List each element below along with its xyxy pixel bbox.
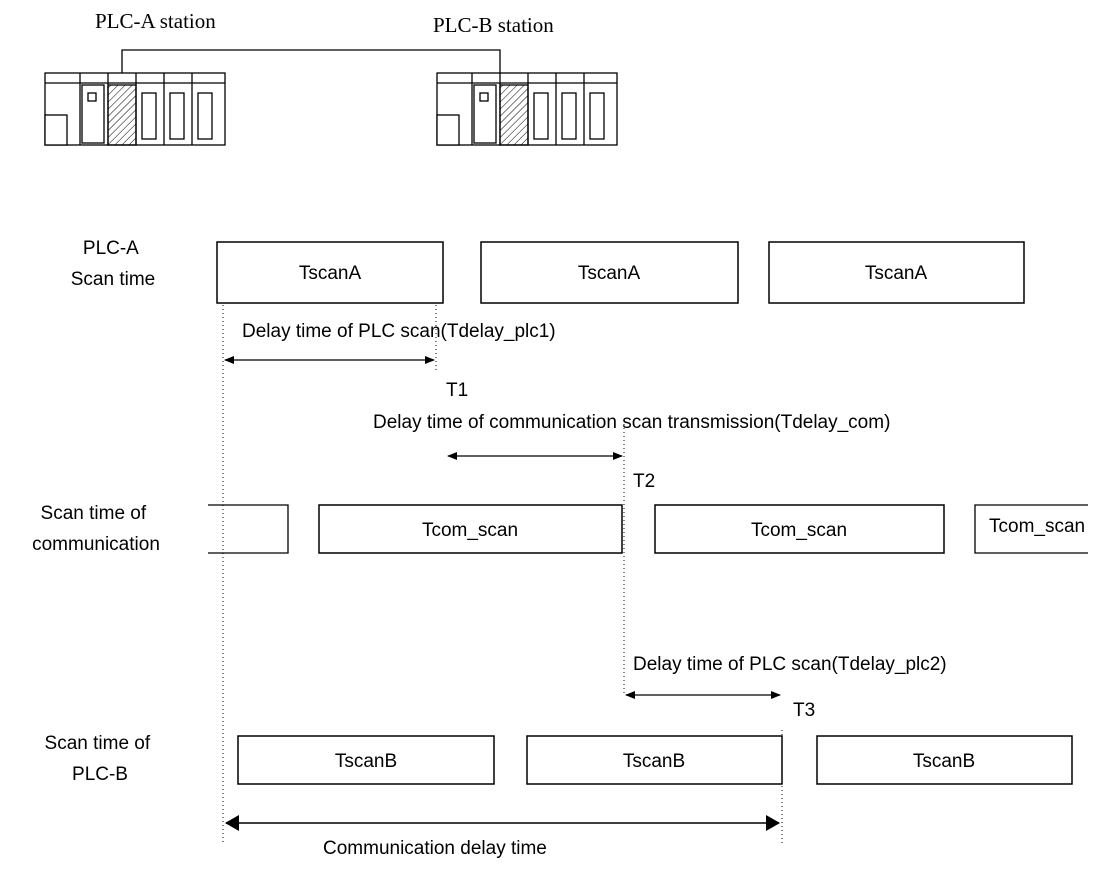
plc-a-row-label-line1: PLC-A — [83, 238, 139, 259]
plc-b-row-label: Scan time of PLC-B — [45, 733, 156, 785]
t2-marker: T2 — [633, 471, 655, 492]
comm-row-label-line1: Scan time of — [41, 503, 147, 524]
t1-marker: T1 — [446, 380, 468, 401]
comm-scan-block-partial — [208, 504, 289, 554]
plc-b-scan-label: TscanB — [335, 751, 397, 772]
plc-a-station-label: PLC-A station — [95, 9, 216, 33]
comm-row-label: Scan time of communication — [32, 503, 160, 555]
comm-scan-label: Tcom_scan — [422, 520, 518, 541]
plc-b-scan-block — [526, 735, 783, 785]
plc-b-scan-label: TscanB — [913, 751, 975, 772]
plc-a-scan-block — [480, 241, 739, 304]
comm-scan-label: Tcom_scan — [989, 516, 1085, 537]
comm-scan-label: Tcom_scan — [751, 520, 847, 541]
plc-b-scan-label: TscanB — [623, 751, 685, 772]
t3-marker: T3 — [793, 700, 815, 721]
plc-a-row-label-line2: Scan time — [71, 269, 155, 290]
comm-scan-block — [318, 504, 623, 554]
plc-a-row-label: PLC-A Scan time — [71, 238, 155, 290]
plc-b-scan-block — [237, 735, 495, 785]
delay-com-label: Delay time of communication scan transmi… — [373, 412, 890, 433]
plc-b-scan-block — [816, 735, 1073, 785]
plc-a-scan-label: TscanA — [865, 263, 928, 284]
plc-rack-icon — [436, 72, 618, 146]
comm-scan-block — [654, 504, 945, 554]
network-cable — [121, 49, 501, 75]
plc-a-scan-label: TscanA — [299, 263, 362, 284]
plc-a-scan-label: TscanA — [578, 263, 641, 284]
total-delay-label: Communication delay time — [323, 838, 547, 859]
delay-plc2-label: Delay time of PLC scan(Tdelay_plc2) — [633, 654, 947, 675]
plc-b-row-label-line1: Scan time of — [45, 733, 151, 754]
plc-a-scan-block — [216, 241, 444, 304]
comm-row-label-line2: communication — [32, 534, 160, 555]
plc-b-row-label-line2: PLC-B — [72, 764, 128, 785]
plc-b-station-label: PLC-B station — [433, 13, 554, 37]
delay-plc1-label: Delay time of PLC scan(Tdelay_plc1) — [242, 321, 556, 342]
comm-scan-block-partial — [974, 504, 1088, 554]
plc-rack-icon — [44, 72, 226, 146]
plc-a-scan-block — [768, 241, 1025, 304]
